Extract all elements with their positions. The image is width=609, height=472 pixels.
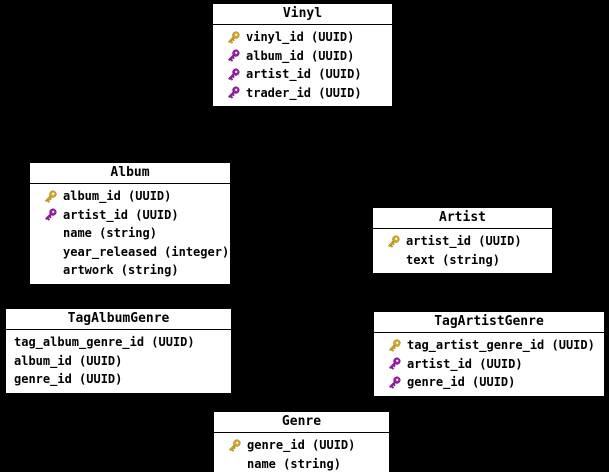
field-row: name (string) — [30, 224, 230, 243]
field-row: tag_album_genre_id (UUID) — [6, 333, 231, 352]
field-label: album_id (UUID) — [63, 189, 172, 204]
field-row: tag_artist_genre_id (UUID) — [374, 336, 604, 355]
field-label: genre_id (UUID) — [247, 438, 356, 453]
field-label: tag_album_genre_id (UUID) — [14, 335, 195, 350]
field-label: artwork (string) — [63, 263, 179, 278]
key-spacer — [42, 244, 58, 260]
field-row: vinyl_id (UUID) — [213, 28, 392, 47]
primary-key-icon — [225, 29, 241, 45]
table-title: Genre — [214, 412, 389, 433]
field-row: artist_id (UUID) — [30, 206, 230, 225]
field-label: album_id (UUID) — [14, 353, 123, 368]
foreign-key-icon — [225, 85, 241, 101]
table-title: Vinyl — [213, 4, 392, 25]
field-row: artist_id (UUID) — [374, 355, 604, 374]
field-row: album_id (UUID) — [30, 187, 230, 206]
key-spacer — [226, 456, 242, 472]
entity-table-album[interactable]: Album album_id (UUID) artist_id (UUID) n… — [29, 162, 231, 285]
foreign-key-icon — [386, 356, 402, 372]
table-title: TagArtistGenre — [374, 312, 604, 333]
field-row: name (string) — [214, 455, 389, 472]
primary-key-icon — [226, 437, 242, 453]
field-row: year_released (integer) — [30, 243, 230, 262]
foreign-key-icon — [225, 48, 241, 64]
field-row: text (string) — [373, 251, 552, 270]
key-spacer — [42, 262, 58, 278]
table-title: Album — [30, 163, 230, 184]
primary-key-icon — [42, 188, 58, 204]
field-label: text (string) — [406, 252, 500, 267]
entity-table-vinyl[interactable]: Vinyl vinyl_id (UUID) album_id (UUID) ar… — [212, 3, 393, 107]
foreign-key-icon — [386, 374, 402, 390]
field-label: name (string) — [247, 456, 341, 471]
field-label: artist_id (UUID) — [246, 67, 362, 82]
table-fields: tag_album_genre_id (UUID) album_id (UUID… — [6, 330, 231, 393]
table-title: TagAlbumGenre — [6, 309, 231, 330]
table-title: Artist — [373, 208, 552, 229]
field-row: artist_id (UUID) — [213, 65, 392, 84]
entity-table-genre[interactable]: Genre genre_id (UUID) name (string) — [213, 411, 390, 472]
field-label: vinyl_id (UUID) — [246, 30, 355, 45]
table-fields: genre_id (UUID) name (string) — [214, 433, 389, 472]
entity-table-tag-album-genre[interactable]: TagAlbumGenre tag_album_genre_id (UUID) … — [5, 308, 232, 394]
field-row: genre_id (UUID) — [374, 373, 604, 392]
field-row: genre_id (UUID) — [214, 436, 389, 455]
field-row: genre_id (UUID) — [6, 370, 231, 389]
field-label: name (string) — [63, 226, 157, 241]
field-label: year_released (integer) — [63, 244, 230, 259]
key-spacer — [42, 225, 58, 241]
field-label: tag_artist_genre_id (UUID) — [407, 338, 595, 353]
field-row: album_id (UUID) — [213, 47, 392, 66]
field-row: artist_id (UUID) — [373, 232, 552, 251]
key-spacer — [385, 252, 401, 268]
field-row: artwork (string) — [30, 261, 230, 280]
entity-table-tag-artist-genre[interactable]: TagArtistGenre tag_artist_genre_id (UUID… — [373, 311, 605, 397]
table-fields: tag_artist_genre_id (UUID) artist_id (UU… — [374, 333, 604, 396]
field-label: album_id (UUID) — [246, 48, 355, 63]
table-fields: artist_id (UUID) text (string) — [373, 229, 552, 273]
field-label: trader_id (UUID) — [246, 85, 362, 100]
primary-key-icon — [385, 233, 401, 249]
field-label: artist_id (UUID) — [63, 207, 179, 222]
field-label: genre_id (UUID) — [14, 372, 123, 387]
field-label: artist_id (UUID) — [407, 356, 523, 371]
field-row: album_id (UUID) — [6, 352, 231, 371]
field-label: genre_id (UUID) — [407, 375, 516, 390]
table-fields: album_id (UUID) artist_id (UUID) name (s… — [30, 184, 230, 284]
foreign-key-icon — [42, 207, 58, 223]
foreign-key-icon — [225, 66, 241, 82]
field-row: trader_id (UUID) — [213, 84, 392, 103]
primary-key-icon — [386, 337, 402, 353]
entity-table-artist[interactable]: Artist artist_id (UUID) text (string) — [372, 207, 553, 274]
field-label: artist_id (UUID) — [406, 234, 522, 249]
table-fields: vinyl_id (UUID) album_id (UUID) artist_i… — [213, 25, 392, 106]
